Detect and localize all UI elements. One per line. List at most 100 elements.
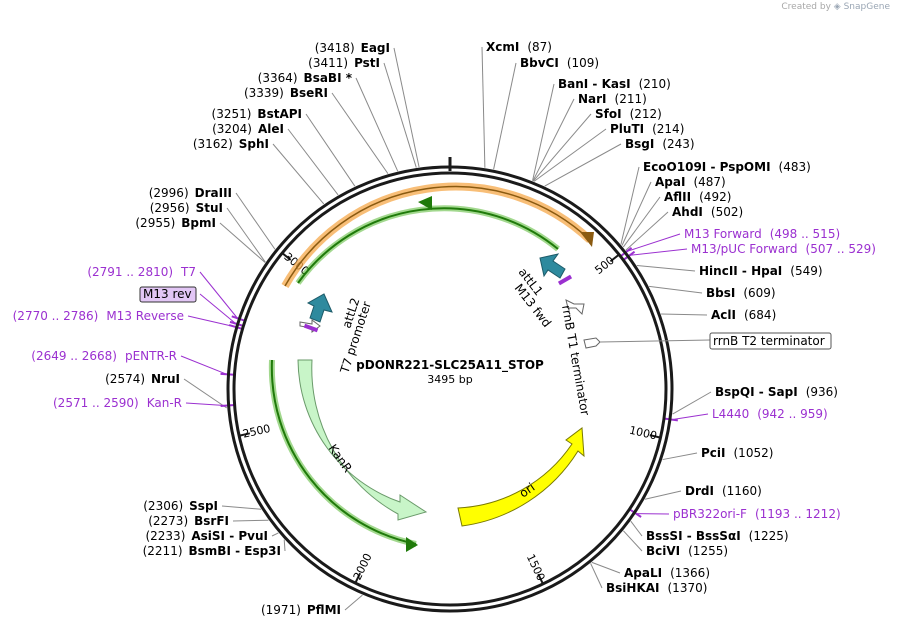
enzyme-leader — [532, 83, 555, 181]
enzyme-position: (2955) — [135, 216, 175, 230]
green-arc-top-core — [297, 207, 559, 284]
enzyme-pluti: PluTI(214) — [610, 122, 684, 136]
enzyme-leader — [644, 490, 682, 500]
enzyme-position: (2211) — [143, 544, 183, 558]
enzyme-position: (502) — [711, 205, 743, 219]
enzyme-name: AsiSI - PvuI — [191, 529, 268, 543]
primer-m13reverse: (2770 .. 2786)M13 Reverse — [13, 309, 184, 323]
site-labels: (3418)EagI(3411)PstI(3364)BsaBI *(3339)B… — [13, 40, 876, 617]
enzyme-position: (212) — [630, 107, 662, 121]
credit-logo-text: SnapGene — [843, 2, 890, 12]
enzyme-position: (3204) — [212, 122, 252, 136]
tick-label: 1500 — [524, 552, 548, 583]
enzyme-leader — [331, 92, 389, 175]
primer-kanr-primer: (2571 .. 2590)Kan-R — [53, 396, 182, 410]
enzyme-leader — [532, 113, 592, 182]
m13-fwd-marker — [557, 274, 573, 286]
enzyme-hincii: HincII - HpaI(549) — [699, 264, 823, 278]
enzyme-leader — [661, 313, 708, 316]
primer-range: M13/pUC Forward — [691, 242, 798, 256]
enzyme-pcii: PciI(1052) — [701, 446, 773, 460]
enzyme-name: ApaI — [655, 175, 685, 189]
enzyme-position: (483) — [779, 160, 811, 174]
enzyme-leader — [672, 391, 712, 415]
enzyme-xcmi: XcmI(87) — [486, 40, 552, 54]
primer-name: M13 Reverse — [106, 309, 184, 323]
rrnb-t2-feature — [583, 337, 601, 349]
enzyme-bbvci: BbvCI(109) — [520, 56, 599, 70]
orange-band-core — [284, 185, 591, 287]
kanr-label: KanR — [326, 442, 355, 475]
enzyme-leader — [271, 532, 279, 537]
enzyme-position: (87) — [527, 40, 552, 54]
green-arc-left-arrowhead — [406, 537, 418, 552]
enzyme-name: AhdI — [672, 205, 703, 219]
enzyme-name: HincII - HpaI — [699, 264, 782, 278]
enzyme-position: (2574) — [105, 372, 145, 386]
enzyme-name: BciVI — [646, 544, 680, 558]
enzyme-leader — [620, 166, 640, 245]
enzyme-leader — [183, 378, 228, 409]
primer-range: M13 Forward — [684, 227, 762, 241]
primer-name: (498 .. 515) — [770, 227, 840, 241]
enzyme-drdi: DrdI(1160) — [685, 484, 762, 498]
primer-t7: (2791 .. 2810)T7 — [87, 265, 196, 279]
primer-range: (2791 .. 2810) — [87, 265, 173, 279]
enzyme-leader — [662, 452, 698, 461]
tick-mark — [609, 253, 620, 263]
primer-range: L4440 — [712, 407, 749, 421]
enzyme-bspqi: BspQI - SapI(936) — [715, 385, 838, 399]
enzyme-position: (2956) — [150, 201, 190, 215]
enzyme-leader — [219, 222, 266, 263]
primer-m13rev-label: M13 rev — [143, 287, 192, 301]
primer-leader — [199, 271, 238, 319]
tick-label: 1000 — [628, 424, 658, 443]
enzyme-position: (487) — [693, 175, 725, 189]
enzyme-leader — [226, 207, 266, 263]
snapgene-credit: Created by ◈ SnapGene — [781, 2, 890, 12]
enzyme-name: BstAPI — [257, 107, 302, 121]
enzyme-leader — [393, 47, 420, 168]
m13-rev-marker — [303, 323, 319, 333]
enzyme-name: StuI — [196, 201, 223, 215]
enzyme-name: PluTI — [610, 122, 644, 136]
enzyme-name: BanI - KasI — [558, 77, 631, 91]
primer-l4440: L4440(942 .. 959) — [712, 407, 828, 421]
enzyme-nrui: (2574) NruI — [105, 372, 180, 386]
enzyme-position: (3418) — [315, 41, 355, 55]
primer-name: pENTR-R — [125, 349, 177, 363]
ori-feature — [457, 427, 585, 527]
enzyme-name: SspI — [189, 499, 218, 513]
tick-label: 2500 — [242, 422, 272, 441]
tick-label: 500 — [592, 254, 617, 277]
primer-pentrr: (2649 .. 2668)pENTR-R — [31, 349, 177, 363]
enzyme-leader — [221, 505, 262, 510]
primer-leader — [187, 315, 235, 328]
primer-leader — [671, 413, 709, 421]
enzyme-alei: (3204)AleI — [212, 122, 284, 136]
enzyme-draiii: (2996)DraIII — [149, 186, 232, 200]
enzyme-apali: ApaLI(1366) — [624, 566, 710, 580]
enzyme-leader — [283, 539, 286, 552]
enzyme-leader — [590, 563, 603, 589]
rrnb-t1-feature — [565, 299, 585, 316]
tick-mark — [649, 434, 661, 439]
enzyme-position: (684) — [744, 308, 776, 322]
enzyme-leader — [481, 46, 486, 168]
enzyme-position: (211) — [615, 92, 647, 106]
enzyme-leader — [544, 143, 622, 187]
enzyme-leader — [383, 62, 417, 168]
enzyme-position: (109) — [567, 56, 599, 70]
primer-range: pBR322ori-F — [673, 507, 747, 521]
enzyme-position: (3162) — [193, 137, 233, 151]
enzyme-leader — [287, 128, 339, 196]
enzyme-leader — [622, 196, 661, 248]
tick-mark — [238, 432, 251, 437]
enzyme-name: NruI — [151, 372, 180, 386]
enzyme-name: BssSI - BssSαI — [646, 529, 741, 543]
m13rev-box — [139, 286, 197, 303]
enzyme-sspi: (2306)SspI — [143, 499, 218, 513]
enzyme-name: DraIII — [195, 186, 232, 200]
primer-leader — [180, 355, 227, 375]
